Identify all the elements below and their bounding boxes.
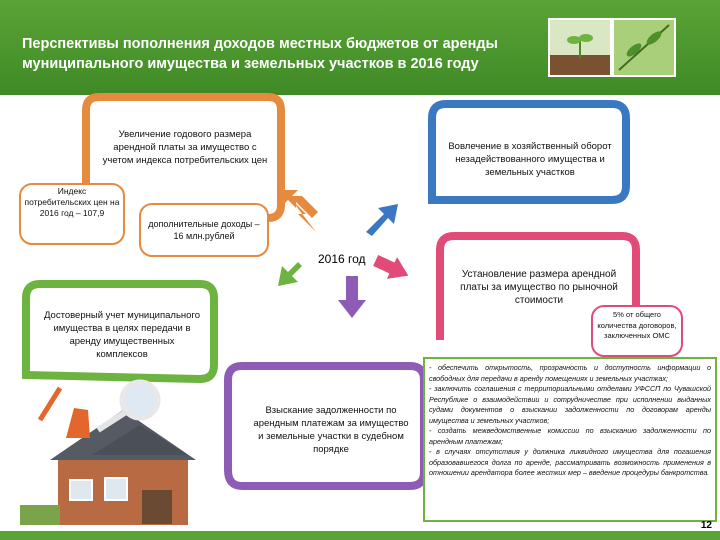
extra-income-text: дополнительные доходы – 16 млн.рублей	[148, 219, 260, 241]
debt-collection-text: Взыскание задолженности по арендным плат…	[253, 405, 409, 455]
measure-item: - создать межведомственные комиссии по в…	[429, 426, 711, 446]
magnifier-figure	[37, 379, 161, 438]
footer-bar	[0, 531, 720, 540]
center-year-label: 2016 год	[318, 252, 366, 266]
market-rent-text: Установление размера арендной платы за и…	[460, 269, 618, 306]
measures-list: - обеспечить открытость, прозрачность и …	[429, 363, 711, 479]
economic-turnover-text: Вовлечение в хозяйственный оборот незаде…	[448, 141, 612, 178]
measure-item: - в случаях отсутствия у должника ликвид…	[429, 447, 711, 477]
arrow-orange	[282, 190, 318, 232]
house-illustration	[20, 410, 196, 525]
measure-item: - заключить соглашения с территориальным…	[429, 384, 711, 425]
page-number: 12	[700, 520, 712, 531]
property-accounting-text: Достоверный учет муниципального имуществ…	[44, 310, 200, 360]
cpi-index-text: Индекс потребительских цен на 2016 год –…	[24, 186, 120, 218]
soil-sprout-photo	[548, 18, 612, 77]
measure-item: - обеспечить открытость, прозрачность и …	[429, 363, 711, 383]
increase-rent-text: Увеличение годового размера арендной пла…	[102, 129, 268, 166]
contracts-share-text: 5% от общего количества договоров, заклю…	[597, 310, 677, 340]
measures-list-box: - обеспечить открытость, прозрачность и …	[423, 357, 717, 522]
leaves-photo	[612, 18, 676, 77]
page-title: Перспективы пополнения доходов местных б…	[22, 36, 498, 72]
header-bar: Перспективы пополнения доходов местных б…	[0, 0, 720, 95]
